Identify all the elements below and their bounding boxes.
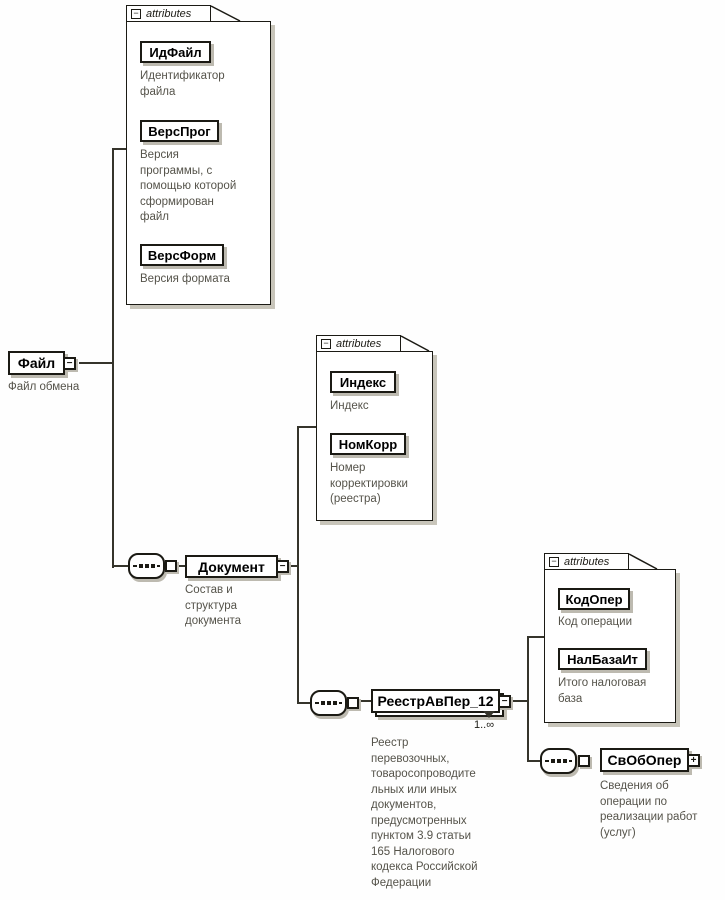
sequence-dot (138, 564, 143, 568)
attribute-desc-idfile: Идентификатор файла (140, 70, 225, 98)
occurrence-marker (483, 711, 495, 718)
element-desc-file: Файл обмена (8, 381, 80, 393)
sequence-dot (320, 701, 325, 705)
connector-line (177, 565, 185, 567)
collapse-icon[interactable]: − (321, 338, 331, 349)
element-label: Документ (198, 558, 265, 575)
attribute-label: НалБазаИт (567, 651, 638, 667)
attribute-box-idfile[interactable]: ИдФайл (140, 41, 211, 63)
sequence-icon[interactable] (310, 690, 347, 716)
attribute-desc-index: Индекс (330, 400, 369, 412)
attribute-desc-nalbazait: Итого налоговая база (558, 677, 647, 705)
connector-line (527, 760, 540, 762)
attribute-label: ВерсФорм (147, 247, 217, 263)
connector-line (359, 700, 371, 702)
attribute-box-nalbazait[interactable]: НалБазаИт (558, 648, 647, 670)
connector-line (291, 565, 298, 567)
attributes-tab-file[interactable]: − attributes (126, 5, 211, 22)
attribute-desc-versform: Версия формата (140, 273, 230, 285)
attribute-box-versform[interactable]: ВерсФорм (140, 244, 224, 266)
element-desc-svoboper: Сведения об операции по реализации работ… (600, 780, 698, 839)
attribute-label: ИдФайл (149, 44, 202, 60)
collapse-icon[interactable]: − (131, 8, 141, 19)
sequence-icon[interactable] (128, 553, 165, 579)
attribute-desc-versprog: Версия программы, с помощью которой сфор… (140, 149, 237, 223)
attribute-desc-nomkorr: Номер корректировки (реестра) (330, 462, 408, 505)
attribute-label: ВерсПрог (148, 123, 211, 139)
sequence-connector-square (578, 755, 590, 767)
occurrence-label: 1..∞ (474, 719, 495, 731)
attributes-label: attributes (564, 555, 610, 568)
connector-line (297, 426, 317, 428)
attributes-tab-registry[interactable]: − attributes (544, 553, 629, 570)
expand-toggle[interactable]: + (687, 754, 700, 767)
sequence-icon[interactable] (540, 748, 577, 774)
connector-line (527, 636, 545, 638)
element-desc-registry: Реестр перевозочных, товаросопроводитель… (371, 737, 478, 889)
connector-line (112, 565, 129, 567)
sequence-dot (550, 759, 555, 763)
element-box-svoboper[interactable]: СвОбОпер + (600, 748, 700, 772)
collapse-icon[interactable]: − (549, 556, 559, 567)
connector-line (513, 700, 527, 702)
collapse-toggle[interactable]: − (276, 560, 289, 573)
sequence-dot (326, 701, 331, 705)
attribute-box-nomkorr[interactable]: НомКорр (330, 433, 406, 455)
sequence-dot (144, 564, 149, 568)
connector-line (79, 362, 113, 364)
element-label: Файл (17, 355, 56, 371)
attribute-label: КодОпер (565, 591, 623, 607)
attribute-box-kodoper[interactable]: КодОпер (558, 588, 630, 610)
attribute-label: Индекс (339, 374, 387, 390)
sequence-dot (150, 564, 155, 568)
attributes-tab-document[interactable]: − attributes (316, 335, 401, 352)
connector-line (112, 148, 127, 150)
attribute-desc-kodoper: Код операции (558, 616, 632, 628)
connector-line (112, 148, 114, 568)
connector-line (297, 426, 299, 704)
attribute-label: НомКорр (338, 436, 398, 452)
sequence-dot (332, 701, 337, 705)
element-box-file[interactable]: Файл − (8, 351, 76, 375)
connector-line (297, 702, 310, 704)
attributes-label: attributes (146, 7, 192, 20)
element-desc-document: Состав и структура документа (185, 584, 242, 627)
element-label: СвОбОпер (607, 752, 682, 768)
element-box-document[interactable]: Документ − (185, 555, 289, 578)
element-box-registry[interactable]: РеестрАвПер_12 − (371, 689, 511, 713)
collapse-toggle[interactable]: − (63, 357, 76, 370)
element-label: РеестрАвПер_12 (377, 693, 494, 709)
attributes-label: attributes (336, 337, 382, 350)
sequence-connector-square (347, 697, 359, 709)
sequence-connector-square (165, 560, 177, 572)
sequence-dot (556, 759, 561, 763)
collapse-toggle[interactable]: − (498, 695, 511, 708)
sequence-dot (562, 759, 567, 763)
attribute-box-versprog[interactable]: ВерсПрог (140, 120, 219, 142)
connector-line (527, 636, 529, 762)
attribute-box-index[interactable]: Индекс (330, 371, 396, 393)
